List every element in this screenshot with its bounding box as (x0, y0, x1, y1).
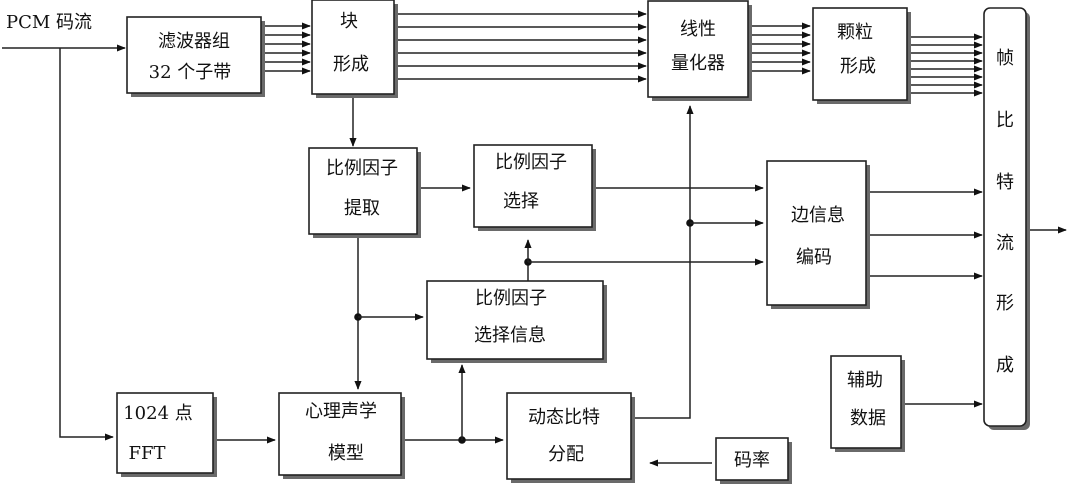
svg-text:PCM 码流: PCM 码流 (6, 12, 92, 33)
svg-text:帧: 帧 (996, 48, 1014, 69)
svg-text:块: 块 (340, 11, 358, 32)
svg-text:比例因子: 比例因子 (495, 152, 567, 173)
allocation-to-quantizer-arrow (634, 105, 694, 419)
psychoacoustic-model-block: 心理声学 模型 (278, 392, 405, 479)
subband-arrows (262, 22, 311, 75)
svg-text:FFT: FFT (129, 443, 166, 464)
scale-factor-selection-info-block: 比例因子 选择信息 (426, 280, 607, 363)
svg-text:形成: 形成 (840, 56, 876, 77)
block-formation-block: 块 形成 (311, 0, 398, 98)
svg-text:分配: 分配 (548, 444, 584, 465)
linear-quantizer-block: 线性 量化器 (647, 0, 752, 101)
svg-text:成: 成 (996, 355, 1014, 376)
svg-text:32 个子带: 32 个子带 (149, 62, 232, 83)
pcm-to-fft-arrow (59, 48, 114, 441)
svg-text:编码: 编码 (796, 247, 832, 268)
pcm-input-label: PCM 码流 (6, 12, 92, 33)
auxiliary-data-block: 辅助 数据 (830, 355, 905, 452)
scale-factor-extraction-block: 比例因子 提取 (308, 147, 421, 238)
bit-rate-block: 码率 (715, 437, 792, 484)
svg-text:流: 流 (996, 233, 1014, 254)
svg-text:比: 比 (996, 110, 1014, 131)
svg-text:心理声学: 心理声学 (305, 401, 377, 422)
frame-bitstream-block: 帧 比 特 流 形 成 (983, 7, 1030, 430)
svg-text:动态比特: 动态比特 (528, 407, 600, 428)
svg-text:码率: 码率 (734, 450, 770, 471)
fft-1024-block: 1024 点 FFT (116, 392, 217, 477)
svg-text:量化器: 量化器 (671, 53, 725, 74)
svg-text:形: 形 (996, 293, 1014, 314)
svg-text:辅助: 辅助 (847, 370, 883, 391)
svg-text:特: 特 (996, 172, 1014, 193)
svg-text:模型: 模型 (328, 443, 364, 464)
granule-to-frame-arrows (910, 33, 983, 97)
svg-text:1024 点: 1024 点 (123, 403, 193, 424)
svg-text:颗粒: 颗粒 (837, 22, 873, 43)
svg-text:形成: 形成 (333, 54, 369, 75)
svg-text:边信息: 边信息 (791, 205, 845, 226)
svg-text:数据: 数据 (850, 408, 886, 429)
side-info-coding-block: 边信息 编码 (766, 160, 870, 309)
filter-bank-block: 滤波器组 32 个子带 (126, 16, 265, 97)
svg-text:选择信息: 选择信息 (474, 325, 546, 346)
block-to-quantizer-arrows (398, 10, 647, 83)
sideinfo-to-frame-arrows (870, 188, 983, 280)
svg-text:线性: 线性 (680, 19, 716, 40)
svg-text:比例因子: 比例因子 (326, 158, 398, 179)
connections (2, 10, 1067, 467)
scale-factor-selection-block: 比例因子 选择 (473, 144, 596, 231)
granule-formation-block: 颗粒 形成 (812, 7, 911, 104)
dynamic-bit-allocation-block: 动态比特 分配 (506, 392, 635, 483)
svg-text:提取: 提取 (344, 198, 380, 219)
quantizer-to-granule-arrows (750, 22, 811, 75)
svg-text:选择: 选择 (503, 191, 539, 212)
svg-text:滤波器组: 滤波器组 (158, 31, 230, 52)
svg-text:比例因子: 比例因子 (475, 288, 547, 309)
